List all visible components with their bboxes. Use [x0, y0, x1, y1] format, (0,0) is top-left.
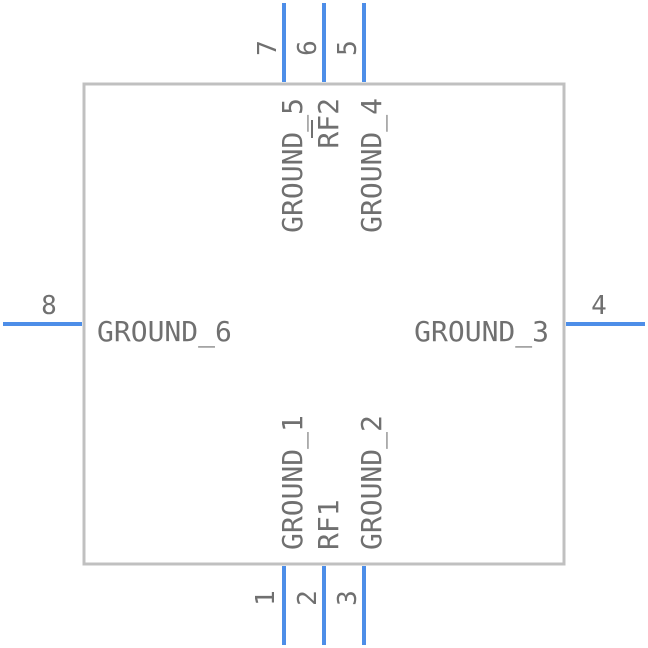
- pin-8-name: GROUND_6: [97, 315, 232, 349]
- pin-8-number: 8: [41, 291, 57, 321]
- pin-4-name: GROUND_3: [414, 315, 549, 349]
- pin-6-name: RF2: [312, 98, 345, 149]
- pin-7-number: 7: [253, 40, 283, 56]
- pin-1-name: GROUND_1: [276, 415, 310, 550]
- pin-4-number: 4: [591, 291, 607, 321]
- pin-3-number: 3: [333, 590, 363, 606]
- pin-7-name: GROUND_5: [276, 98, 310, 233]
- pin-1-number: 1: [251, 590, 281, 606]
- pin-2-number: 2: [293, 590, 323, 606]
- pin-6-number: 6: [293, 40, 323, 56]
- pin-3-name: GROUND_2: [355, 415, 389, 550]
- pin-5-name: GROUND_4: [355, 98, 389, 233]
- pin-2-name: RF1: [312, 499, 345, 550]
- component-body: [82, 82, 566, 566]
- pin-5-number: 5: [333, 40, 363, 56]
